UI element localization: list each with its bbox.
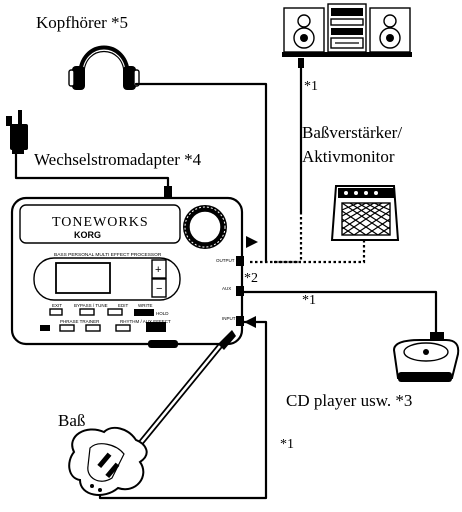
bass-amp-label-2: Aktivmonitor (302, 147, 395, 166)
device-brand-korg: KORG (74, 230, 101, 240)
bypass-button[interactable] (79, 308, 95, 316)
output-note: *2 (244, 271, 258, 286)
svg-text:OUTPUT: OUTPUT (216, 258, 235, 263)
device-subtitle: BASS PERSONAL MULTI EFFECT PROCESSOR (54, 252, 162, 258)
device-brand: TONEWORKS (52, 215, 149, 230)
svg-text:+: + (155, 264, 161, 276)
cd-player-icon (392, 332, 460, 382)
headphones-cable (134, 82, 268, 264)
cd-player-label: CD player usw. *3 (286, 391, 412, 410)
input-arrow-icon (244, 316, 256, 328)
minus-button[interactable] (151, 278, 167, 298)
plus-button[interactable] (151, 259, 167, 279)
adapter-label: Wechselstromadapter *4 (34, 150, 202, 169)
svg-text:−: − (156, 283, 162, 295)
exit-button[interactable] (49, 308, 63, 316)
svg-text:EDIT: EDIT (118, 303, 129, 308)
ac-adapter-icon (6, 110, 28, 154)
aux-note: *1 (302, 293, 316, 308)
svg-text:EXIT: EXIT (52, 303, 62, 308)
edit-button[interactable] (107, 308, 123, 316)
svg-text:BYPASS / TUNE: BYPASS / TUNE (74, 303, 108, 308)
stereo-system-icon (282, 3, 412, 68)
svg-text:HOLD: HOLD (156, 311, 169, 316)
headphones-label: Kopfhörer *5 (36, 13, 128, 32)
bass-guitar-icon (68, 330, 236, 496)
svg-text:RHYTHM / AUX EFFECT: RHYTHM / AUX EFFECT (120, 319, 171, 324)
svg-text:PHRASE TRAINER: PHRASE TRAINER (60, 319, 100, 324)
write-button[interactable] (134, 309, 154, 316)
input-note: *1 (280, 437, 294, 452)
bass-amp-label-1: Baßverstärker/ (302, 123, 402, 142)
aux-effect-button[interactable] (115, 324, 131, 332)
stereo-note: *1 (304, 79, 318, 94)
bass-amp-icon (330, 185, 400, 241)
output-arrow-icon (246, 236, 258, 248)
bass-label: Baß (58, 411, 85, 430)
multi-effect-processor: TONEWORKS KORG BASS PERSONAL MULTI EFFEC… (10, 196, 244, 348)
aux-cable (238, 290, 438, 334)
rhythm-button[interactable] (85, 324, 101, 332)
svg-text:AUX: AUX (222, 286, 231, 291)
svg-text:INPUT: INPUT (222, 316, 236, 321)
svg-text:WRITE: WRITE (138, 303, 153, 308)
amp-cable (274, 240, 366, 264)
headphones-icon (68, 45, 140, 90)
phrase-trainer-button[interactable] (59, 324, 75, 332)
